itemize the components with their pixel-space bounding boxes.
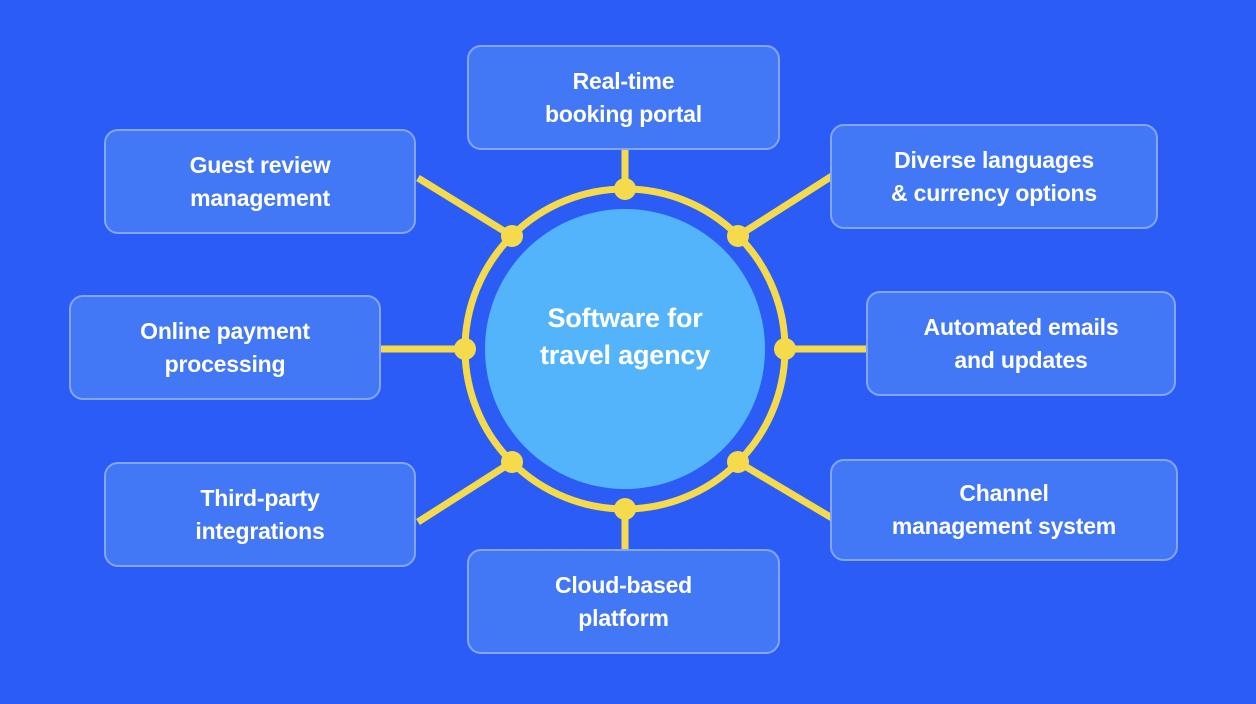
node-online-payment-processing[interactable]: Online payment processing [69, 295, 381, 400]
node-label: Third-party integrations [195, 484, 325, 544]
spoke-bottom-right [736, 458, 834, 522]
dot-bottom-left [501, 451, 523, 473]
spoke-bottom-left [416, 459, 514, 525]
node-label: Online payment processing [140, 317, 310, 377]
node-guest-review-management[interactable]: Guest review management [104, 129, 416, 234]
center-circle [485, 209, 765, 489]
center-label: Software for travel agency [540, 303, 710, 371]
node-channel-management-system[interactable]: Channel management system [830, 459, 1178, 561]
dot-bottom [614, 498, 636, 520]
node-third-party-integrations[interactable]: Third-party integrations [104, 462, 416, 567]
spoke-top-left [416, 175, 514, 239]
connector-dots [454, 178, 796, 520]
node-cloud-based-platform[interactable]: Cloud-based platform [467, 549, 780, 654]
node-label: Automated emails and updates [923, 313, 1119, 373]
dot-top-right [727, 225, 749, 247]
node-automated-emails-updates[interactable]: Automated emails and updates [866, 291, 1176, 396]
dot-bottom-right [727, 451, 749, 473]
node-label: Channel management system [891, 480, 1117, 539]
dot-left [454, 338, 476, 360]
node-label: Real-time booking portal [545, 67, 702, 127]
spoke-lines [381, 150, 866, 549]
spoke-top-right [736, 173, 834, 239]
node-label: Cloud-based platform [554, 571, 693, 631]
dot-top-left [501, 225, 523, 247]
dot-right [774, 338, 796, 360]
node-label: Guest review management [189, 151, 331, 211]
node-label: Diverse languages & currency options [891, 146, 1097, 206]
node-diverse-languages-currency[interactable]: Diverse languages & currency options [830, 124, 1158, 229]
node-real-time-booking-portal[interactable]: Real-time booking portal [467, 45, 780, 150]
dot-top [614, 178, 636, 200]
